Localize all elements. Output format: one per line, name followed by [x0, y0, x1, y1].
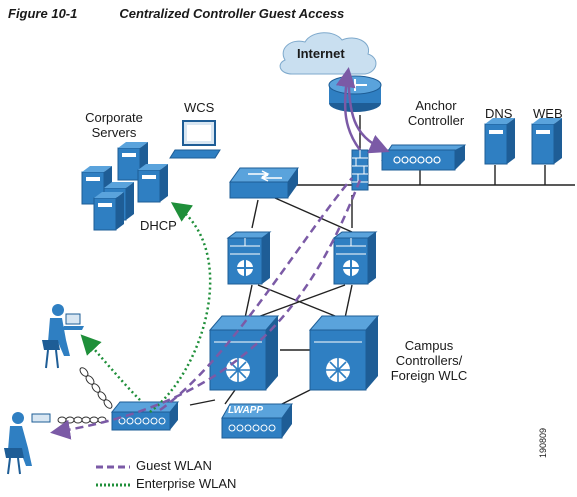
distribution-switch-right-icon [332, 231, 378, 285]
internet-cloud [279, 32, 377, 75]
corporate-servers-label-line2: Servers [91, 125, 137, 140]
legend-guest-label: Guest WLAN [136, 458, 212, 473]
legend-enterprise-swatch [96, 483, 130, 487]
guest-wlan-path-return [50, 179, 362, 440]
wireless-link-enterprise [79, 367, 113, 409]
figure-title: Figure 10-1 Centralized Controller Guest … [8, 6, 344, 21]
corporate-servers-label-line1: Corporate [85, 110, 143, 125]
distribution-switch-left-icon [226, 231, 272, 285]
core-switch-icon [229, 167, 299, 199]
enterprise-wlan-path [149, 202, 212, 413]
wcs-workstation-icon [169, 120, 221, 159]
figure-number: Figure 10-1 [8, 6, 78, 21]
legend-guest-wlan: Guest WLAN [96, 458, 212, 473]
anchor-controller-icon [381, 144, 466, 171]
anchor-controller-label-line2: Controller [407, 113, 465, 128]
guest-wlan-path-to-anchor [159, 177, 353, 412]
lwapp-label: LWAPP [228, 405, 264, 416]
campus-controller-right-icon [308, 315, 380, 391]
enterprise-user-icon [42, 304, 84, 369]
figure-id: 190809 [538, 427, 548, 458]
anchor-controller-label: Anchor Controller [404, 98, 468, 128]
web-server-icon [531, 118, 562, 165]
campus-controllers-label-line3: Foreign WLC [390, 368, 468, 383]
dns-label: DNS [485, 106, 513, 121]
campus-controllers-label-line2: Controllers/ [395, 353, 463, 368]
legend-enterprise-wlan: Enterprise WLAN [96, 476, 236, 491]
guest-wlan-path-internet-to-anchor [346, 71, 390, 154]
guest-wlan-path-to-internet [335, 67, 362, 151]
network-links [189, 115, 575, 406]
wcs-label: WCS [184, 100, 215, 115]
access-point-1-icon [110, 401, 180, 431]
wireless-link-guest [57, 416, 107, 424]
access-point-2-icon [221, 403, 293, 439]
corporate-servers-icon [81, 142, 168, 231]
corporate-servers-label: Corporate Servers [82, 110, 146, 140]
anchor-controller-label-line1: Anchor [415, 98, 457, 113]
internet-label: Internet [297, 46, 345, 61]
legend-guest-swatch [96, 465, 130, 469]
enterprise-wlan-path-to-user [80, 334, 141, 401]
dhcp-label: DHCP [140, 218, 177, 233]
dns-server-icon [484, 118, 515, 165]
web-label: WEB [533, 106, 563, 121]
router-icon [328, 75, 382, 112]
guest-user-icon [4, 412, 51, 475]
legend-enterprise-label: Enterprise WLAN [136, 476, 237, 491]
firewall-icon [351, 149, 369, 191]
figure-caption: Centralized Controller Guest Access [119, 6, 345, 21]
campus-controllers-label-line1: Campus [404, 338, 454, 353]
campus-controllers-label: Campus Controllers/ Foreign WLC [384, 338, 474, 383]
